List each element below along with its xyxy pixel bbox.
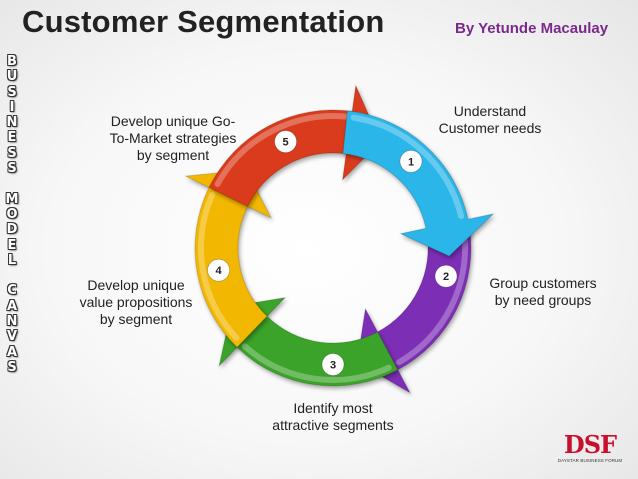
step-4-badge <box>207 258 231 282</box>
label-line: by segment <box>99 311 173 327</box>
label-line: Develop unique Go- <box>110 113 236 129</box>
step-1-number: 1 <box>408 156 414 168</box>
label-line: Customer needs <box>438 120 542 136</box>
banner-letter: M <box>5 191 19 207</box>
step-1-arrow <box>342 110 496 257</box>
banner-letter: U <box>6 69 18 85</box>
banner-letter: A <box>6 298 18 314</box>
label-line: Develop unique <box>87 277 185 293</box>
banner-letter: E <box>7 130 17 146</box>
step-3-number: 3 <box>330 360 336 372</box>
banner-letter: I <box>9 99 15 115</box>
step-2-badge <box>434 264 458 288</box>
step-2-highlight <box>396 228 468 366</box>
label-line: by need groups <box>494 292 592 308</box>
label-line: by segment <box>136 147 210 163</box>
step-1-highlight <box>350 114 465 220</box>
logo-mark: DSF <box>563 430 617 459</box>
banner-letter: N <box>6 115 18 131</box>
step-4-highlight <box>198 191 240 341</box>
banner-letter: C <box>7 283 17 299</box>
banner-letter: A <box>6 344 18 360</box>
label-line: Identify most <box>293 400 373 416</box>
banner-letter: B <box>7 54 17 69</box>
banner-letter: S <box>7 359 17 375</box>
logo-subtext: DAYSTAR BUSINESS FORUM <box>557 458 623 463</box>
banner-letter: E <box>7 237 17 253</box>
label-line: value propositions <box>79 294 193 310</box>
step-5-number: 5 <box>283 137 289 149</box>
banner-letter: D <box>6 222 18 238</box>
page-title: Customer Segmentation <box>22 4 385 39</box>
dsf-logo: DSF DAYSTAR BUSINESS FORUM <box>556 430 624 464</box>
banner-letter: S <box>7 84 17 100</box>
banner-letter: N <box>6 314 18 330</box>
banner-letter: V <box>6 329 18 345</box>
step-5-highlight <box>214 113 350 187</box>
step-2-number: 2 <box>443 271 449 283</box>
label-line: attractive segments <box>272 417 394 433</box>
author-credit: By Yetunde Macaulay <box>455 20 609 37</box>
label-line: To-Market strategies <box>109 130 237 146</box>
step-5-badge <box>274 130 298 154</box>
banner-letter: L <box>7 252 17 268</box>
step-1-badge <box>399 149 423 173</box>
label-line: Group customers <box>489 275 597 291</box>
step-4-arrow <box>183 169 273 349</box>
step-3-highlight <box>241 343 392 383</box>
label-line: Understand <box>453 103 527 119</box>
step-3-badge <box>321 353 345 376</box>
banner-letter: S <box>7 161 17 177</box>
banner-letter: O <box>6 206 18 222</box>
step-4-number: 4 <box>216 265 223 277</box>
banner-letter: S <box>7 145 17 161</box>
